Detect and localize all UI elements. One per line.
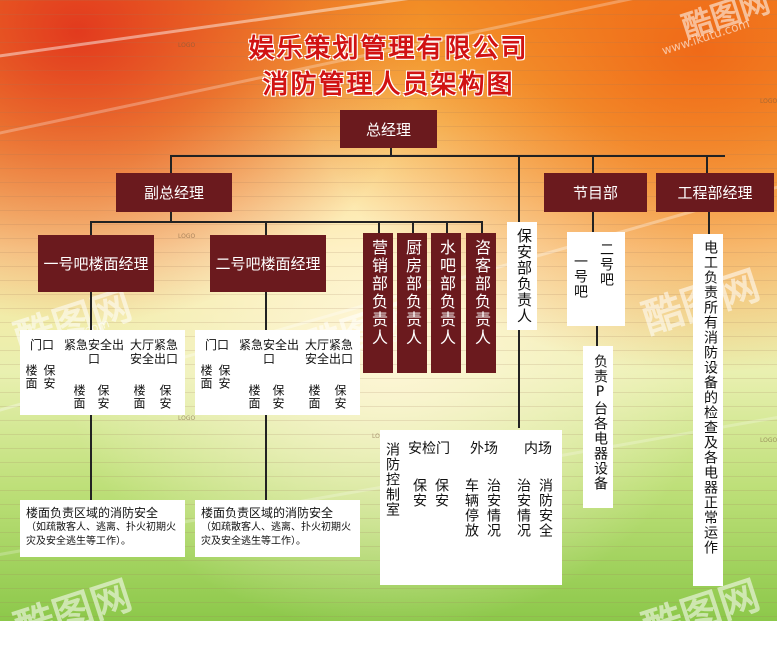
connector xyxy=(708,212,710,234)
connector xyxy=(378,221,380,233)
connector xyxy=(390,148,392,156)
connector xyxy=(706,155,708,173)
floor1-hall-guard: 保安 xyxy=(158,384,172,410)
watermark-logo: LOGO xyxy=(178,42,196,49)
watermark-logo: LOGO xyxy=(178,415,196,422)
node-engineering-manager: 工程部经理 xyxy=(656,173,774,212)
floor2-door: 门口 xyxy=(205,338,230,352)
node-security-head: 保安部负责人 xyxy=(507,222,537,330)
node-kitchen-head: 厨房部负责人 xyxy=(397,233,427,373)
floor1-exit-guard: 保安 xyxy=(96,384,110,410)
node-electrician: 电工负责所有消防设备的检查及各电器正常运作 xyxy=(693,234,723,586)
title-chart: 消防管理人员架构图 xyxy=(262,70,515,100)
floor2-panel: 门口 紧急安全出口 大厅紧急安全出口 楼面 保安 楼面 保安 楼面 保安 xyxy=(195,330,360,415)
connector xyxy=(592,212,594,232)
floor1-exit-floor: 楼面 xyxy=(72,384,86,410)
connector xyxy=(170,212,172,222)
security-inside: 内场 xyxy=(524,441,552,457)
floor2-duty-panel: 楼面负责区域的消防安全 （如疏散客人、逃离、扑火初期火灾及安全逃生等工作）。 xyxy=(195,500,360,557)
connector xyxy=(170,155,172,173)
node-deputy-gm: 副总经理 xyxy=(116,173,232,212)
security-inside-order: 治安情况 xyxy=(515,478,531,538)
connector xyxy=(446,221,448,233)
connector xyxy=(265,221,267,235)
watermark-logo: LOGO xyxy=(760,437,777,444)
security-panel: 消防控制室 安检门 外场 内场 保安 保安 车辆停放 治安情况 治安情况 消防安… xyxy=(380,430,562,585)
node-bar1: 一号吧 xyxy=(572,254,588,299)
node-general-manager: 总经理 xyxy=(340,110,437,148)
floor1-duty-note: （如疏散客人、逃离、扑火初期火灾及安全逃生等工作）。 xyxy=(26,522,176,547)
security-vehicle-parking: 车辆停放 xyxy=(463,478,479,538)
connector xyxy=(518,330,520,428)
floor1-floor: 楼面 xyxy=(24,364,38,390)
floor1-duty-panel: 楼面负责区域的消防安全 （如疏散客人、逃离、扑火初期火灾及安全逃生等工作）。 xyxy=(20,500,185,557)
connector xyxy=(592,155,594,173)
watermark-logo: LOGO xyxy=(760,98,777,105)
floor2-floor: 楼面 xyxy=(199,364,213,390)
connector xyxy=(90,221,483,223)
security-fire-control-room: 消防控制室 xyxy=(384,442,400,517)
connector xyxy=(265,292,267,330)
connector xyxy=(90,221,92,235)
security-gate: 安检门 xyxy=(408,441,450,457)
node-bars-panel: 一号吧 二号吧 xyxy=(567,232,625,326)
title-company: 娱乐策划管理有限公司 xyxy=(248,34,529,64)
node-floor1-manager: 一号吧楼面经理 xyxy=(38,235,154,292)
floor2-hall-guard: 保安 xyxy=(333,384,347,410)
floor1-hall-floor: 楼面 xyxy=(132,384,146,410)
floor2-hall-floor: 楼面 xyxy=(307,384,321,410)
connector xyxy=(90,292,92,330)
floor2-duty-main: 楼面负责区域的消防安全 xyxy=(201,506,334,520)
node-floor2-manager: 二号吧楼面经理 xyxy=(210,235,326,292)
watermark-logo: LOGO xyxy=(178,233,196,240)
connector xyxy=(170,155,725,157)
floor1-duty-main: 楼面负责区域的消防安全 xyxy=(26,506,159,520)
floor2-duty-note: （如疏散客人、逃离、扑火初期火灾及安全逃生等工作）。 xyxy=(201,522,351,547)
connector xyxy=(90,415,92,500)
floor2-hall-exit: 大厅紧急安全出口 xyxy=(304,338,353,366)
floor2-exit-floor: 楼面 xyxy=(247,384,261,410)
floor1-panel: 门口 紧急安全出口 大厅紧急安全出口 楼面 保安 楼面 保安 楼面 保安 xyxy=(20,330,185,415)
connector xyxy=(596,326,598,346)
security-fire-safety: 消防安全 xyxy=(537,478,553,538)
security-gate-guard-1: 保安 xyxy=(411,478,427,508)
node-guest-head: 咨客部负责人 xyxy=(466,233,496,373)
floor1-hall-exit: 大厅紧急安全出口 xyxy=(129,338,178,366)
node-marketing-head: 营销部负责人 xyxy=(363,233,393,373)
connector xyxy=(412,221,414,233)
floor1-door: 门口 xyxy=(30,338,55,352)
security-outside: 外场 xyxy=(470,441,498,457)
floor1-guard: 保安 xyxy=(42,364,56,390)
floor1-emergency-exit: 紧急安全出口 xyxy=(64,338,125,366)
node-bar2: 二号吧 xyxy=(598,242,614,287)
security-gate-guard-2: 保安 xyxy=(433,478,449,508)
connector xyxy=(518,155,520,223)
security-outside-order: 治安情况 xyxy=(485,478,501,538)
floor2-guard: 保安 xyxy=(217,364,231,390)
connector xyxy=(481,221,483,233)
connector xyxy=(265,415,267,500)
node-program-dept: 节目部 xyxy=(544,173,647,212)
node-water-bar-head: 水吧部负责人 xyxy=(431,233,461,373)
node-stage-equipment: 负责P台各电器设备 xyxy=(583,346,613,508)
floor2-emergency-exit: 紧急安全出口 xyxy=(239,338,300,366)
floor2-exit-guard: 保安 xyxy=(271,384,285,410)
